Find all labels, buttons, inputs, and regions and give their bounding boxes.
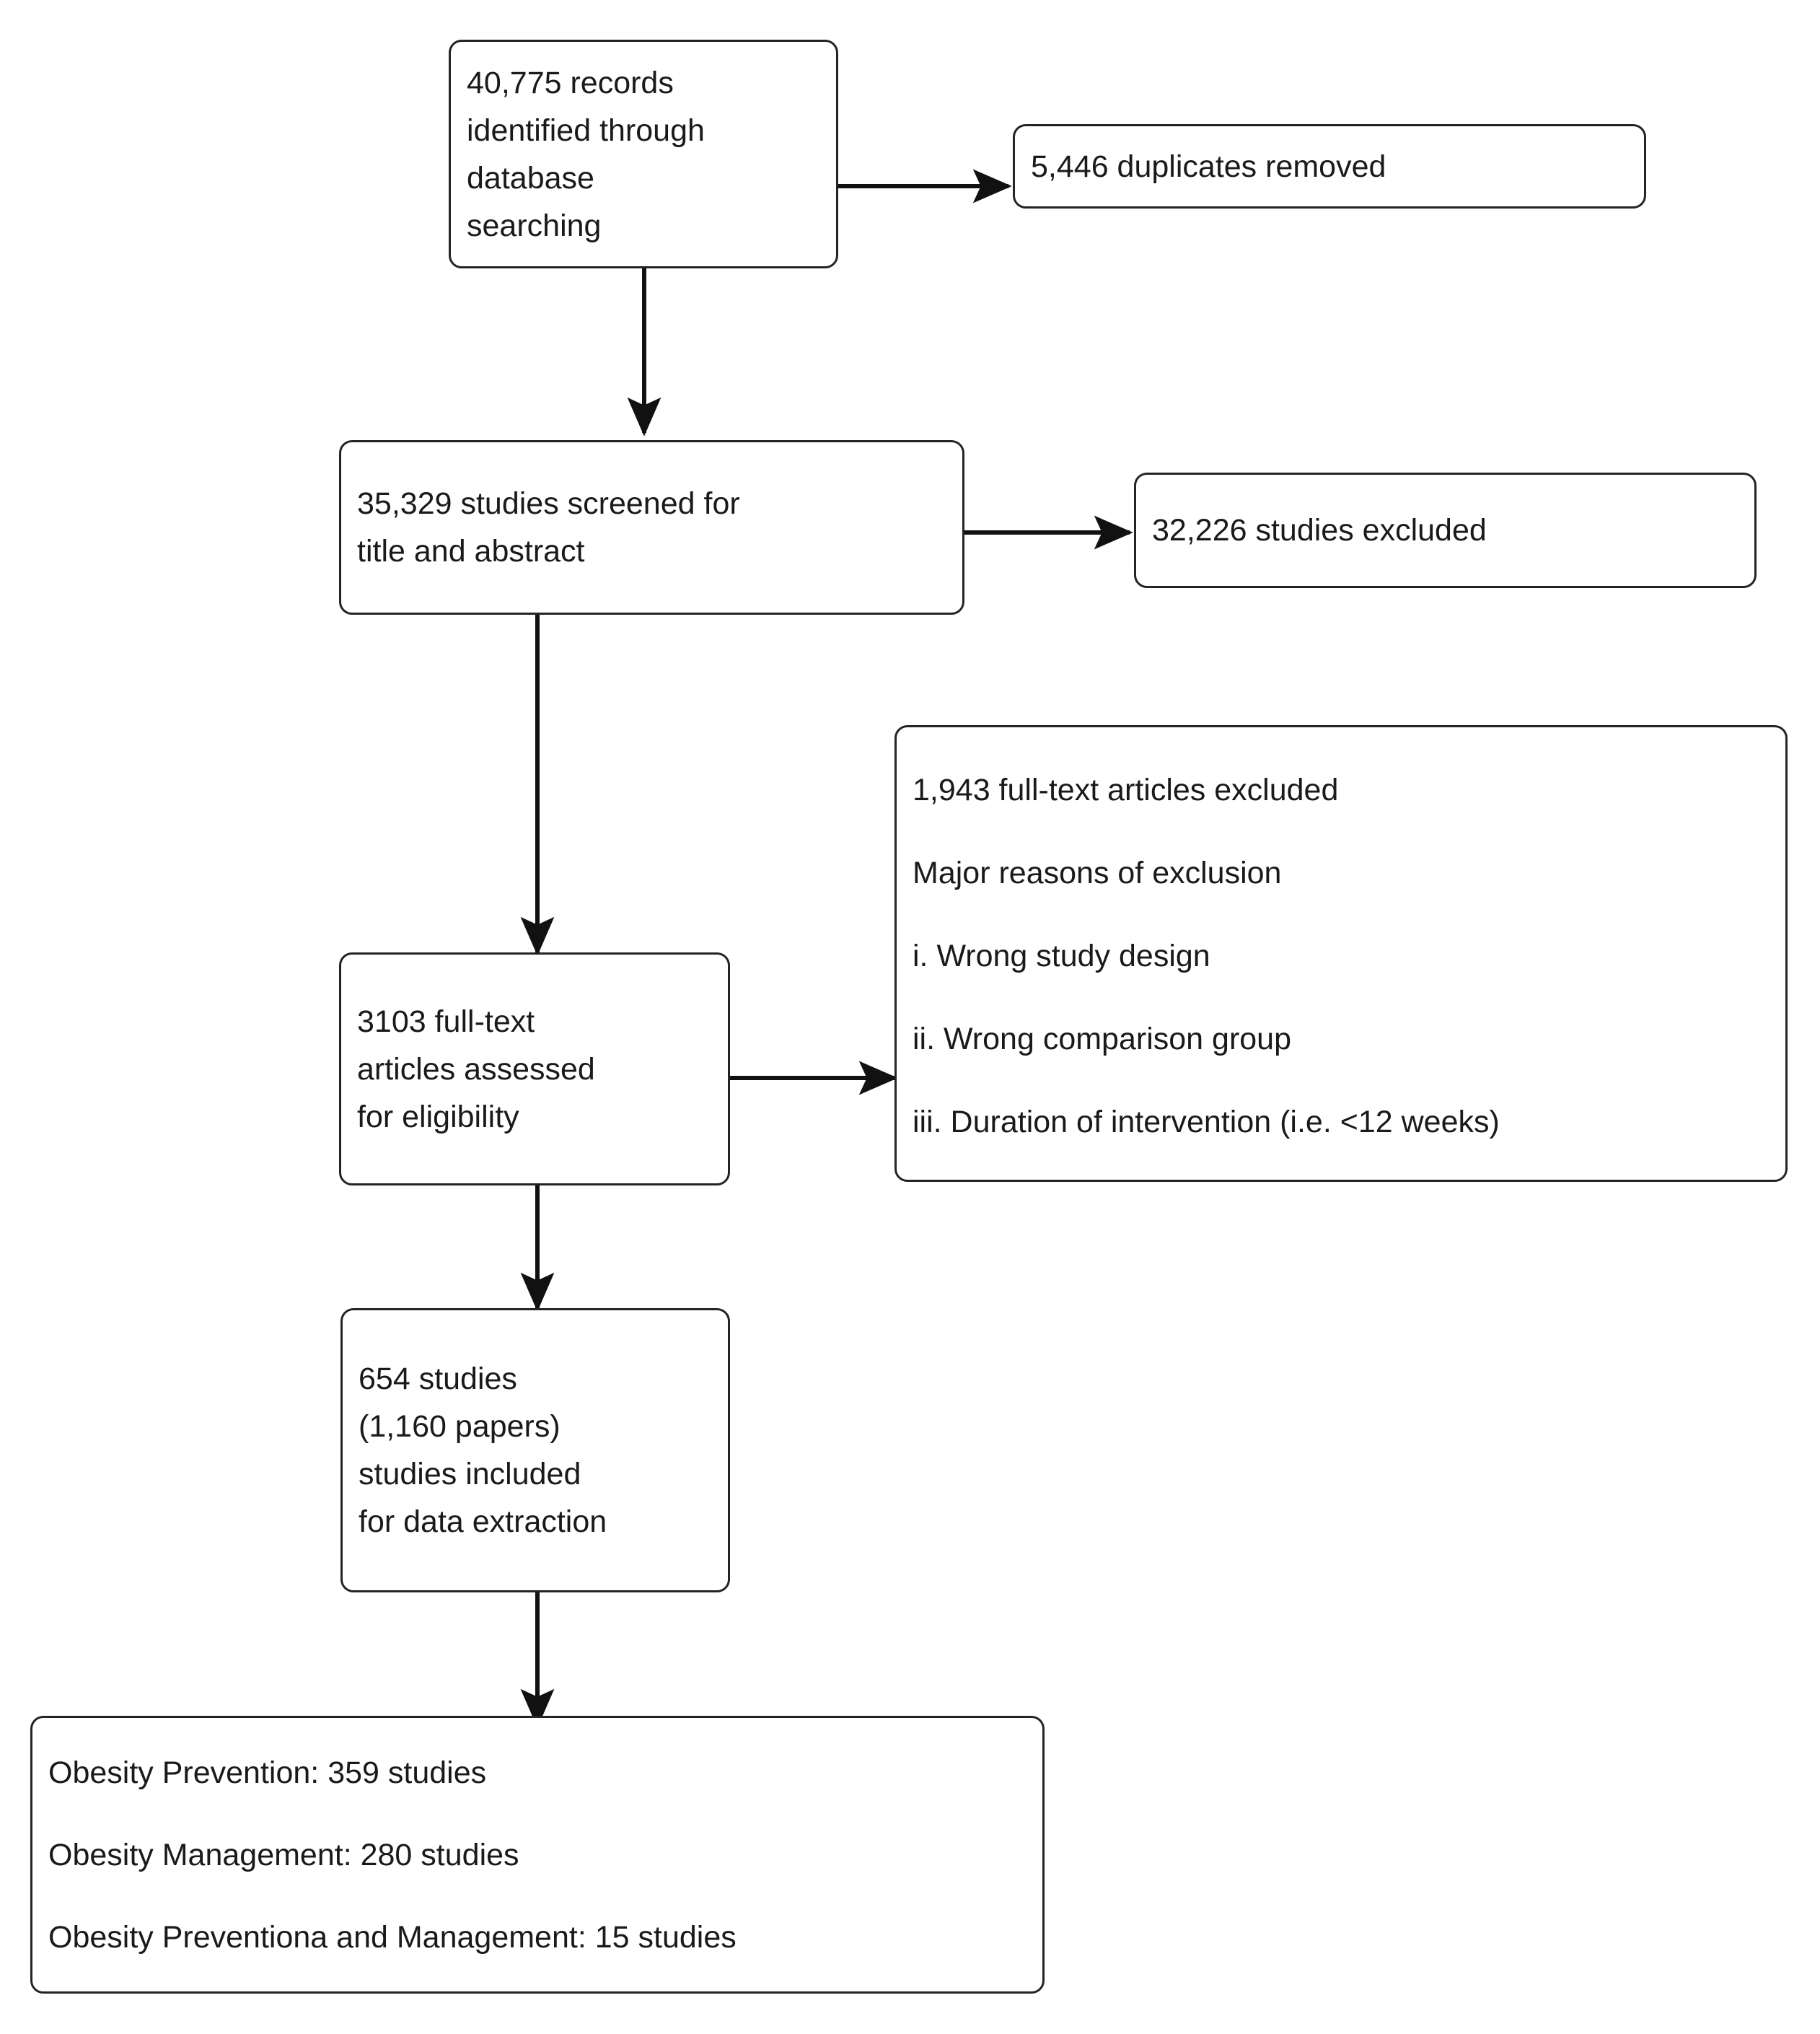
node-line: 3103 full-text <box>357 1004 535 1039</box>
node-line: 5,446 duplicates removed <box>1031 149 1386 184</box>
node-line: 1,943 full-text articles excluded <box>913 773 1339 807</box>
node-line: studies included <box>359 1457 581 1491</box>
node-line: identified through <box>467 113 705 148</box>
node-records-identified: 40,775 records identified through databa… <box>449 40 838 268</box>
node-line: title and abstract <box>357 534 585 569</box>
node-line: 32,226 studies excluded <box>1152 513 1487 548</box>
node-line: articles assessed <box>357 1051 595 1087</box>
node-duplicates-removed: 5,446 duplicates removed <box>1013 124 1646 209</box>
node-fulltext-assessed: 3103 full-text articles assessed for eli… <box>339 952 730 1185</box>
node-line: ii. Wrong comparison group <box>913 1022 1292 1056</box>
node-line: Obesity Management: 280 studies <box>48 1837 519 1872</box>
node-line: 35,329 studies screened for <box>357 486 740 521</box>
node-studies-excluded: 32,226 studies excluded <box>1134 473 1757 588</box>
node-fulltext-excluded-reasons: 1,943 full-text articles excluded Major … <box>894 725 1788 1182</box>
node-studies-screened: 35,329 studies screened for title and ab… <box>339 440 964 615</box>
node-line: 654 studies <box>359 1362 517 1396</box>
node-line: searching <box>467 208 602 243</box>
node-outcome-categories: Obesity Prevention: 359 studies Obesity … <box>30 1716 1045 1994</box>
node-line: for eligibility <box>357 1099 519 1134</box>
node-line: Obesity Prevention: 359 studies <box>48 1755 487 1790</box>
node-studies-included: 654 studies (1,160 papers) studies inclu… <box>340 1308 730 1592</box>
node-line: (1,160 papers) <box>359 1409 560 1444</box>
node-line: 40,775 records <box>467 65 674 100</box>
node-line: for data extraction <box>359 1504 607 1539</box>
node-line: Obesity Preventiona and Management: 15 s… <box>48 1919 737 1955</box>
node-line: iii. Duration of intervention (i.e. <12 … <box>913 1105 1500 1139</box>
node-line: i. Wrong study design <box>913 939 1210 973</box>
node-line: Major reasons of exclusion <box>913 856 1282 890</box>
node-line: database <box>467 160 594 196</box>
